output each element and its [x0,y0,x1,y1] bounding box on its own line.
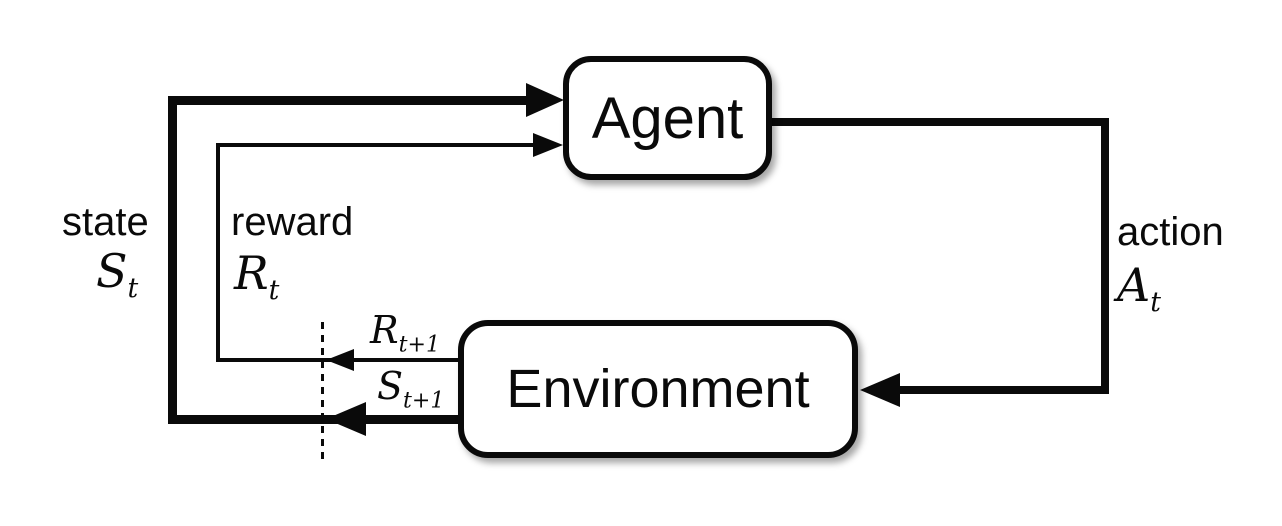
next-reward-symbol-label: Rt+1 [370,308,440,358]
state-line-vertical [168,97,177,424]
next-state-line-bottom [168,415,458,424]
environment-label: Environment [506,359,810,419]
next-state-symbol-label: St+1 [377,364,445,414]
state-symbol-label: St [96,244,139,305]
agent-node: Agent [563,56,772,180]
action-word-label: action [1117,210,1224,254]
reward-arrowhead-into-agent-icon [533,133,563,157]
action-line-bottom [898,386,1109,394]
reward-word-label: reward [231,200,354,244]
state-word-label: state [62,200,149,244]
action-arrowhead-into-environment-icon [860,373,900,407]
environment-node: Environment [458,320,858,458]
state-arrowhead-into-agent-icon [526,83,564,117]
action-line-top [766,118,1109,126]
next-reward-arrowhead-icon [326,349,354,371]
action-symbol-label: At [1117,258,1161,319]
reward-line-top [216,143,534,147]
agent-label: Agent [591,85,744,151]
reward-symbol-label: Rt [234,246,280,307]
next-state-arrowhead-icon [326,402,366,436]
time-step-boundary-dashed-line [321,322,324,462]
state-line-top [168,96,528,105]
reward-line-vertical [216,143,220,361]
action-line-vertical [1101,118,1109,394]
